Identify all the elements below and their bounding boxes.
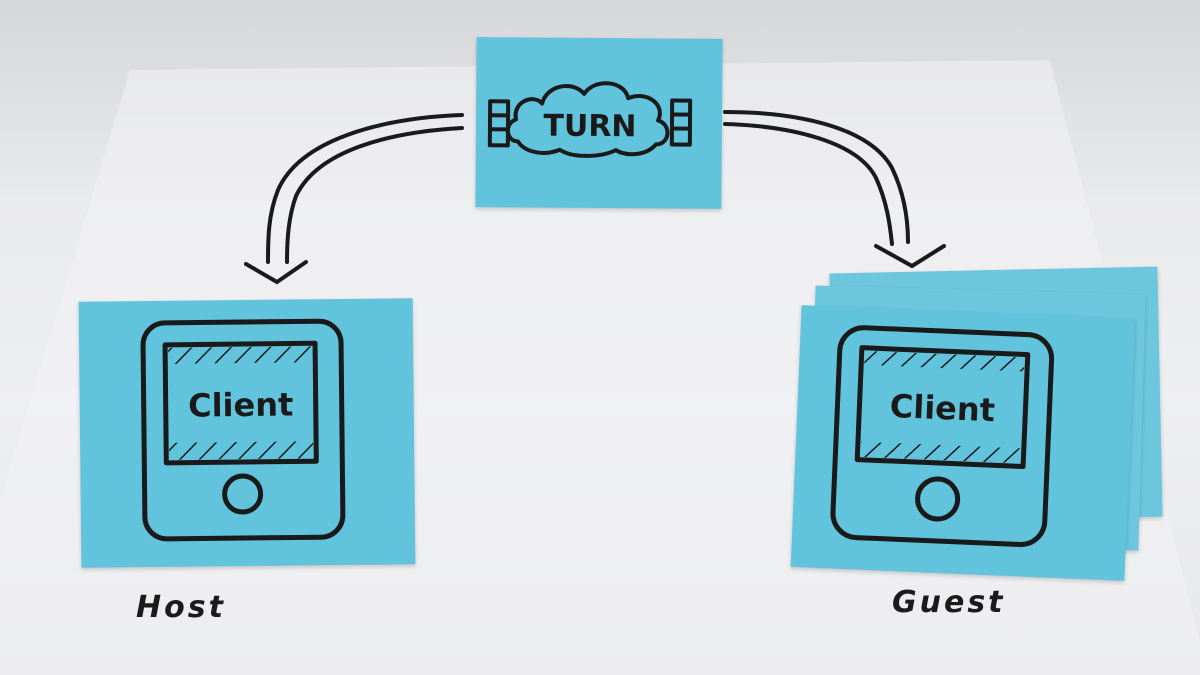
- phone-icon: Client: [830, 325, 1055, 547]
- cloud-server-icon: TURN: [487, 81, 693, 158]
- arrow-turn-to-guest: [723, 110, 946, 269]
- host-client-label: Client: [188, 386, 294, 425]
- guest-client-label: Client: [889, 387, 996, 429]
- arrow-turn-to-host: [244, 113, 464, 285]
- turn-server-note: TURN: [475, 37, 723, 209]
- host-client-note: Client: [78, 298, 416, 568]
- guest-caption: Guest: [892, 585, 1006, 620]
- phone-icon: Client: [140, 318, 346, 542]
- guest-client-note: Client: [790, 305, 1136, 581]
- host-caption: Host: [136, 590, 226, 625]
- turn-label: TURN: [543, 109, 636, 145]
